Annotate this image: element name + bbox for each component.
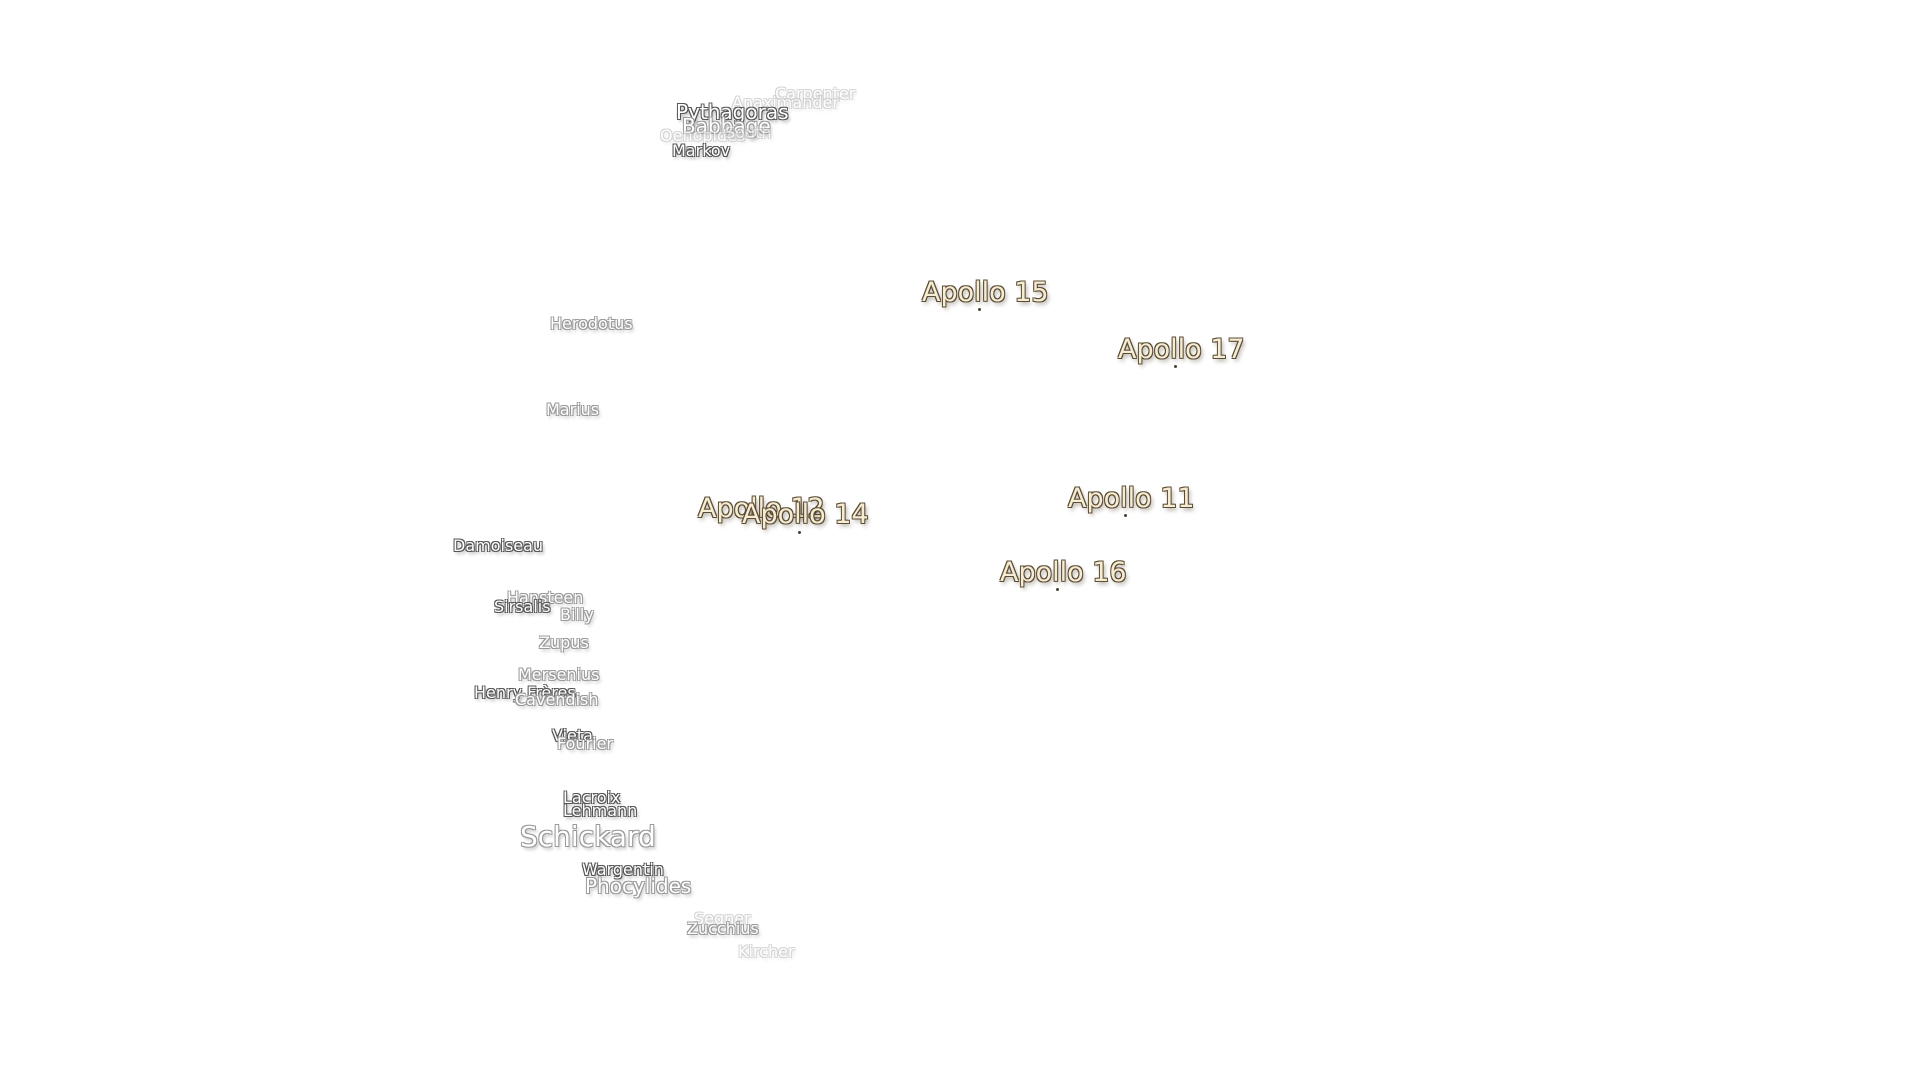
landing-site-label-apollo-17[interactable]: Apollo 17 [1118,334,1245,365]
landing-site-label-apollo-14[interactable]: Apollo 14 [742,499,869,530]
crater-label-schickard[interactable]: Schickard [520,820,656,853]
crater-label-mersenius[interactable]: Mersenius [518,665,600,684]
crater-label-oenopides[interactable]: Oenopides [660,126,746,145]
crater-label-south[interactable]: South [725,123,772,142]
landing-site-label-apollo-12[interactable]: Apollo 12 [698,493,825,524]
crater-label-damoiseau[interactable]: Damoiseau [453,536,544,555]
crater-label-phocylides[interactable]: Phocylides [585,874,692,898]
crater-label-fourier[interactable]: Fourier [557,734,614,753]
crater-label-hansteen[interactable]: Hansteen [507,588,584,607]
crater-label-kircher[interactable]: Kircher [738,942,795,961]
landing-site-marker-apollo-11[interactable] [1124,514,1127,517]
crater-label-segner[interactable]: Segner [694,909,751,928]
landing-site-label-apollo-11[interactable]: Apollo 11 [1068,483,1195,514]
crater-label-vieta[interactable]: Vieta [552,726,593,745]
crater-label-sirsalis[interactable]: Sirsalis [494,597,551,616]
landing-site-marker-apollo-14[interactable] [798,531,801,534]
crater-label-zupus[interactable]: Zupus [539,633,589,652]
landing-site-label-apollo-15[interactable]: Apollo 15 [922,277,1049,308]
crater-label-henry-freres[interactable]: Henry Frères [474,683,576,702]
crater-label-lacroix[interactable]: Lacroix [563,788,621,807]
crater-label-carpenter[interactable]: Carpenter [775,84,856,103]
crater-label-wargentin[interactable]: Wargentin [582,860,664,879]
crater-label-babbage[interactable]: Babbage [682,114,771,138]
crater-label-herodotus[interactable]: Herodotus [550,314,633,333]
crater-label-marius[interactable]: Marius [546,400,600,419]
landing-site-label-apollo-16[interactable]: Apollo 16 [1000,557,1127,588]
landing-site-marker-apollo-16[interactable] [1056,588,1059,591]
crater-label-anaximander[interactable]: Anaximander [732,93,839,112]
crater-label-markov[interactable]: Markov [672,141,731,160]
crater-label-billy[interactable]: Billy [560,605,594,624]
crater-label-zucchius[interactable]: Zucchius [687,919,759,938]
landing-site-marker-apollo-17[interactable] [1174,365,1177,368]
crater-label-cavendish[interactable]: Cavendish [515,690,599,709]
crater-label-lehmann[interactable]: Lehmann [563,801,638,820]
crater-label-pythagoras[interactable]: Pythagoras [676,100,789,124]
landing-site-marker-apollo-15[interactable] [978,308,981,311]
